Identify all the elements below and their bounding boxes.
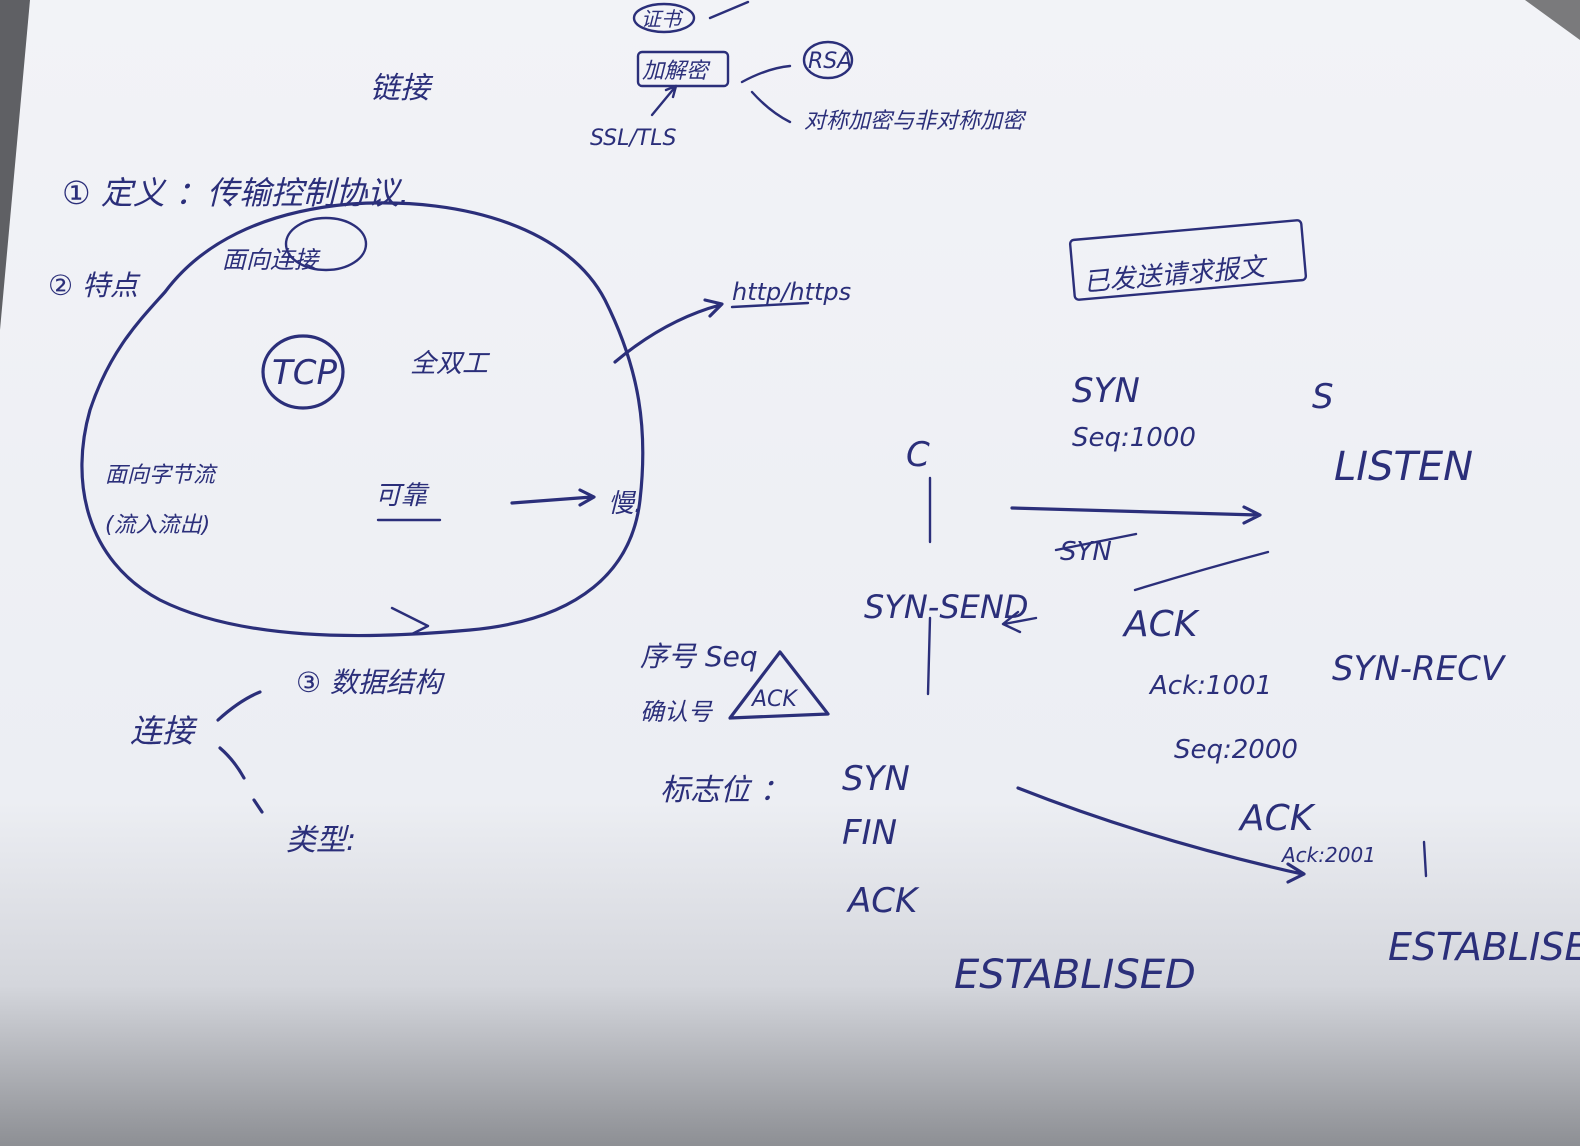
syn-recv-text: SYN-RECV [1332,649,1507,689]
connect-branch-up [216,690,262,722]
ssl-tls-text: SSL/TLS [590,126,677,151]
stream-in-out-text: (流入流出) [105,513,210,538]
ack-arrow [1016,786,1306,884]
feature-blob [80,201,645,638]
ack-field-text: ACK [750,687,798,712]
crypto-note-text: 对称加密与非对称加密 [804,109,1027,134]
tcp-circle [261,334,345,410]
syn-text: SYN [1072,371,1140,411]
flag-syn-text: SYN [842,759,910,799]
connection-oriented-text: 面向连接 [222,246,321,274]
ack-no-text: 确认号 [640,698,714,726]
http-arrow [613,298,724,364]
flags-label: 标志位 ： [660,773,790,808]
encryptor-text: 加解密 [642,59,711,84]
ack2-text: ACK [1238,798,1316,839]
connect-text: 连接 [130,712,198,750]
listen-text: LISTEN [1334,444,1473,490]
rsa-text: RSA [808,49,852,74]
client-established-text: ESTABLISED [954,952,1196,998]
encryptor-box [636,50,730,88]
send-request-box [1068,219,1308,301]
rsa-circle [802,40,854,80]
client-line-lower [926,616,932,696]
flag-ack-text: ACK [846,881,920,921]
syn-struck-text: SYN [1060,537,1112,567]
syn-strike [1054,532,1138,552]
return-arrow [1001,610,1038,634]
features-label: ② 特点 [48,269,141,302]
definition-text: ① 定义 ：传输控制协议. [62,174,409,212]
rsa-line [740,64,792,84]
ssl-arrow [650,84,678,117]
title-text: 链接 [370,71,434,106]
flag-fin-text: FIN [842,813,897,853]
cert-text: 证书 [641,7,684,31]
client-text: C [906,435,930,475]
crypto-line [750,90,792,124]
seq2000-text: Seq:2000 [1174,735,1298,765]
connection-circle [284,216,368,272]
connect-branch-down [218,746,264,814]
data-structure-label: ③ 数据结构 [296,666,445,699]
byte-stream-text: 面向字节流 [105,463,218,488]
type-text: 类型: [286,823,356,858]
ack2001-text: Ack:2001 [1280,843,1376,867]
ack1001-text: Ack:1001 [1148,671,1272,701]
syn-arrow [1010,505,1262,525]
server-text: S [1312,377,1334,417]
seq-text: 序号 Seq [640,640,758,673]
ack-triangle [728,650,830,720]
blob-tail [390,606,430,636]
server-tick [1422,840,1428,878]
slow-arrow [510,488,596,507]
http-underline [730,301,810,309]
slow-text: 慢. [608,489,642,519]
ack1-text: ACK [1122,604,1200,645]
reliable-text: 可靠 [375,481,430,511]
tcp-text: TCP [272,353,338,393]
cert-line [708,0,750,20]
syn-send-text: SYN-SEND [864,588,1028,626]
return-line [1133,550,1270,592]
full-duplex-text: 全双工 [410,349,491,379]
server-established-text: ESTABLISED [1388,925,1580,969]
seq1000-text: Seq:1000 [1072,423,1196,453]
http-text: http/https [732,278,851,306]
cert-circle [632,2,696,34]
